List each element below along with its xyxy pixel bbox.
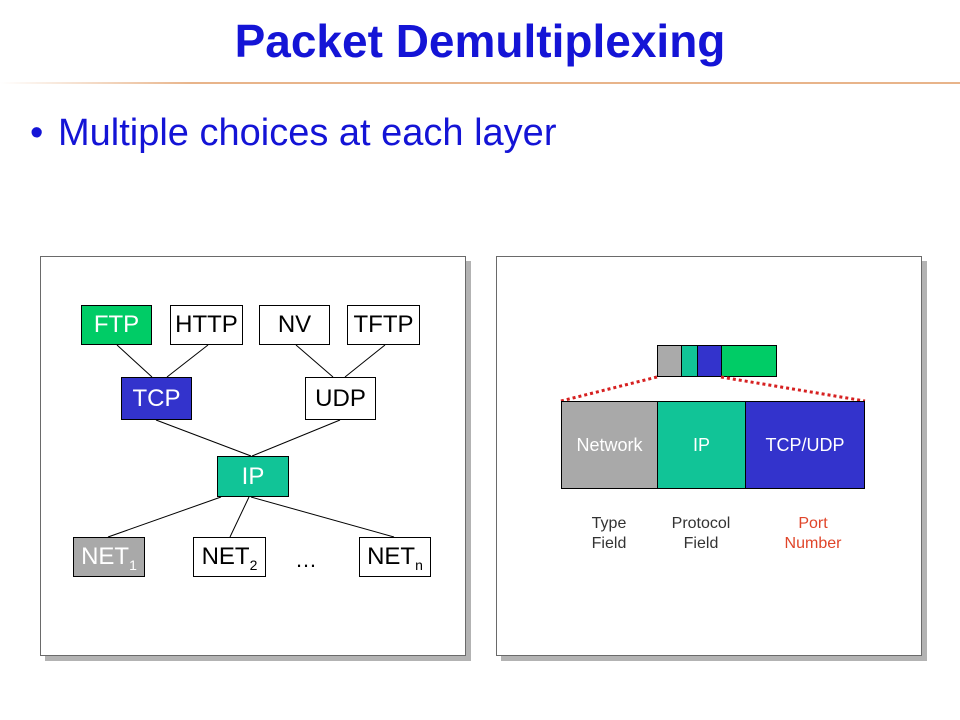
slide-title: Packet Demultiplexing bbox=[234, 15, 726, 67]
node-net-1-label: NET1 bbox=[81, 543, 137, 573]
edge-ip-netn bbox=[250, 496, 395, 538]
node-udp-label: UDP bbox=[315, 384, 366, 412]
bullet-item: • Multiple choices at each layer bbox=[30, 112, 556, 155]
bullet-text: Multiple choices at each layer bbox=[58, 112, 557, 154]
node-net-1: NET1 bbox=[73, 537, 145, 577]
field-label-port-line1: Port bbox=[798, 515, 828, 532]
node-net-n-subscript: n bbox=[415, 557, 423, 573]
edge-tcp-ip bbox=[155, 419, 252, 457]
ellipsis: … bbox=[295, 547, 317, 572]
node-http-label: HTTP bbox=[175, 311, 238, 338]
node-ftp: FTP bbox=[81, 305, 152, 345]
node-tcp-label: TCP bbox=[132, 384, 181, 412]
edge-udp-ip bbox=[251, 419, 341, 457]
node-udp: UDP bbox=[305, 377, 376, 420]
header-segment-payload bbox=[721, 345, 777, 377]
node-net-n-label: NETn bbox=[367, 543, 423, 573]
field-label-type-line2: Field bbox=[591, 535, 627, 552]
node-net-2: NET2 bbox=[193, 537, 266, 577]
node-http: HTTP bbox=[170, 305, 243, 345]
node-net-2-name: NET bbox=[201, 543, 250, 570]
title-divider bbox=[0, 82, 960, 84]
zoom-guide-lines bbox=[560, 375, 866, 403]
node-net-2-label: NET2 bbox=[201, 543, 258, 573]
edge-http-tcp bbox=[166, 344, 209, 378]
segment-tcp-udp: TCP/UDP bbox=[745, 401, 865, 489]
segment-tcp-udp-label: TCP/UDP bbox=[765, 434, 845, 455]
segment-ip-label: IP bbox=[692, 434, 710, 455]
protocol-graph-edges bbox=[107, 344, 395, 538]
segment-ip: IP bbox=[657, 401, 746, 489]
header-segment-transport bbox=[697, 345, 722, 377]
node-net-1-subscript: 1 bbox=[129, 557, 137, 573]
segment-network-label: Network bbox=[576, 434, 643, 455]
zoom-guide-left bbox=[560, 375, 658, 403]
node-ip-label: IP bbox=[241, 462, 265, 490]
node-net-2-subscript: 2 bbox=[249, 557, 258, 573]
field-label-protocol-line1: Protocol bbox=[671, 515, 731, 532]
node-net-n: NETn bbox=[359, 537, 431, 577]
bullet-dot-icon: • bbox=[30, 112, 44, 154]
node-net-n-name: NET bbox=[367, 543, 416, 570]
field-label-type-line1: Type bbox=[591, 515, 627, 532]
segment-network: Network bbox=[561, 401, 658, 489]
node-net-1-name: NET bbox=[81, 543, 130, 570]
node-nv-label: NV bbox=[277, 311, 312, 338]
zoom-guide-right bbox=[720, 375, 866, 403]
field-label-port-line2: Number bbox=[784, 535, 842, 552]
field-label-protocol-line2: Field bbox=[683, 535, 719, 552]
node-tcp: TCP bbox=[121, 377, 192, 420]
edge-ip-net2 bbox=[229, 496, 250, 538]
node-ftp-label: FTP bbox=[93, 311, 140, 338]
edge-nv-udp bbox=[295, 344, 334, 378]
protocol-graph-panel: FTP HTTP NV TFTP TCP UDP IP NET1 NET2 … … bbox=[40, 256, 466, 656]
node-tftp-label: TFTP bbox=[353, 311, 414, 338]
edge-ftp-tcp bbox=[116, 344, 153, 378]
edge-ip-net1 bbox=[107, 496, 222, 538]
node-tftp: TFTP bbox=[347, 305, 420, 345]
edge-tftp-udp bbox=[344, 344, 386, 378]
node-nv: NV bbox=[259, 305, 330, 345]
node-ip: IP bbox=[217, 456, 289, 497]
